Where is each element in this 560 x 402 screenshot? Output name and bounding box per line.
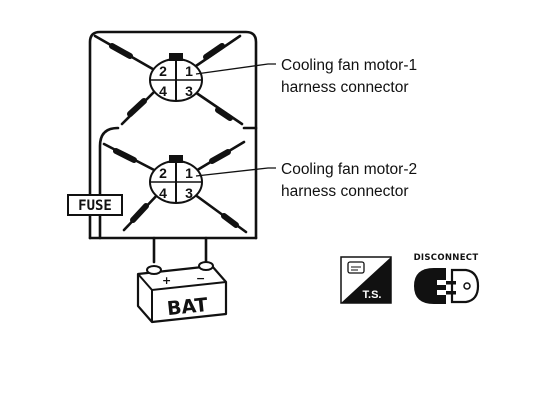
wire-outer-loop <box>88 30 258 240</box>
connector-1-label-line1: Cooling fan motor-1 <box>281 57 417 74</box>
wire-inner-loop-upper <box>98 126 120 240</box>
tester-icon <box>347 261 365 274</box>
disconnect-label: DISCONNECT <box>414 253 479 263</box>
connector-2-leader-line <box>195 167 276 177</box>
connector-2-pin-4: 4 <box>159 185 167 201</box>
connector-1: 2 1 4 3 <box>93 34 276 126</box>
battery: + − BAT <box>136 261 228 324</box>
connector-2-label-line2: harness connector <box>281 183 409 200</box>
battery-negative-terminal: − <box>196 272 205 285</box>
battery-label: BAT <box>166 294 209 320</box>
ts-label: T.S. <box>363 289 382 301</box>
connector-1-pin-3: 3 <box>185 83 193 99</box>
fuse: FUSE <box>67 194 123 216</box>
connector-2-pin-1: 1 <box>185 165 193 181</box>
connector-2-label-line1: Cooling fan motor-2 <box>281 161 417 178</box>
connector-2: 2 1 4 3 <box>102 140 276 234</box>
fuse-label: FUSE <box>78 198 112 214</box>
connector-1-pin-4: 4 <box>159 83 167 99</box>
disconnect-badge: DISCONNECT <box>414 253 480 304</box>
connector-1-pin-1: 1 <box>185 63 193 79</box>
connector-1-label-line2: harness connector <box>281 79 409 96</box>
battery-positive-terminal: + <box>162 274 171 287</box>
connector-1-leader-line <box>195 63 276 75</box>
connector-2-pin-2: 2 <box>159 165 167 181</box>
connector-2-pin-3: 3 <box>185 185 193 201</box>
disconnect-plug-icon <box>414 268 480 304</box>
ts-badge: T.S. <box>340 256 392 304</box>
connector-1-pin-2: 2 <box>159 63 167 79</box>
